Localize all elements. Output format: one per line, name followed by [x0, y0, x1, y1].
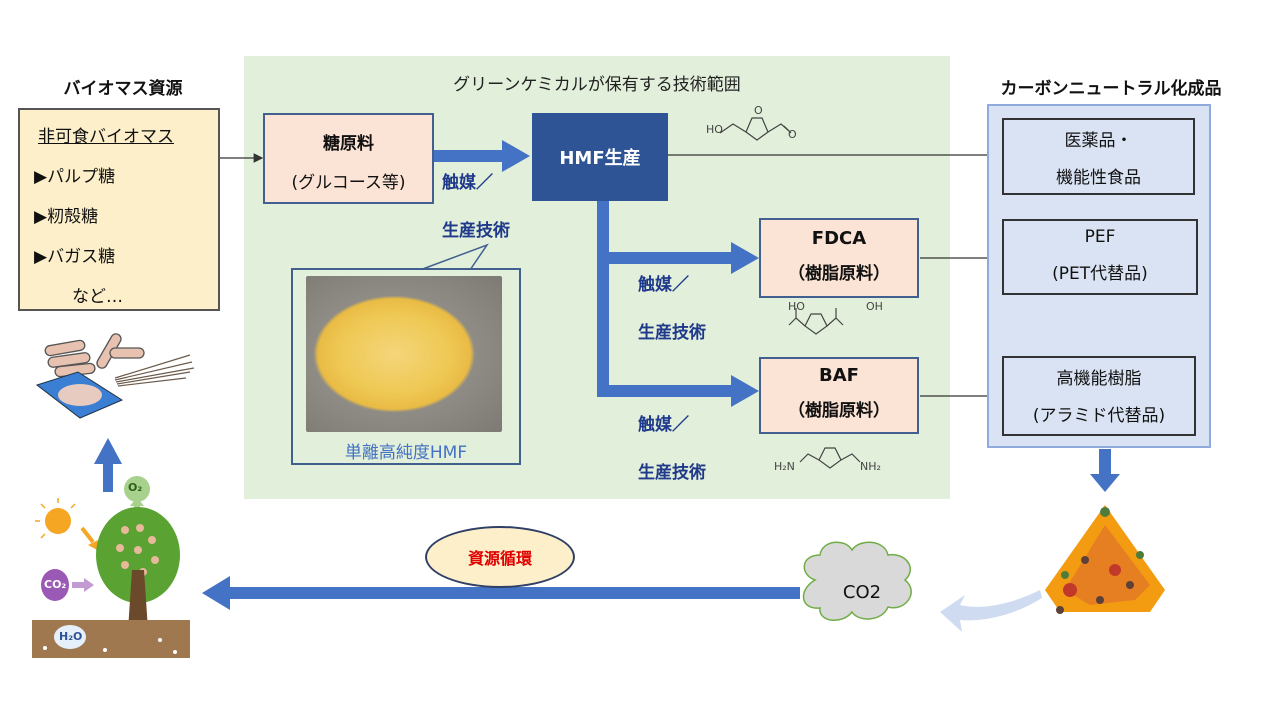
tech-scope-title: グリーンケミカルが保有する技術範囲 — [453, 75, 741, 95]
hmf-molecule — [719, 117, 792, 141]
product-pharma-line1: 医薬品・ — [1064, 131, 1133, 151]
baf-box: BAF （樹脂原料） — [759, 357, 919, 434]
biomass-heading: バイオマス資源 — [63, 79, 183, 99]
fdca-molecule-ho: HO — [788, 300, 805, 313]
biomass-box-title: 非可食バイオマス — [38, 127, 174, 147]
biomass-etc: など… — [72, 287, 123, 307]
catalyst-label-3a: 触媒／ — [638, 415, 689, 435]
biomass-box: 非可食バイオマス ▶パルプ糖 ▶籾殻糖 ▶バガス糖 など… — [18, 108, 220, 311]
tree-o2-label: O₂ — [128, 481, 143, 494]
fdca-box: FDCA （樹脂原料） — [759, 218, 919, 298]
co2-cloud-label: CO2 — [842, 582, 882, 603]
sugar-box: 糖原料 (グルコース等) — [263, 113, 434, 204]
catalyst-label-1b: 生産技術 — [442, 221, 510, 241]
arrow-sugar-to-hmf — [434, 140, 530, 172]
baf-box-subtitle: （樹脂原料） — [788, 401, 890, 421]
hmf-photo-caption: 単離高純度HMF — [344, 443, 468, 463]
tree-co2-label: CO₂ — [44, 578, 67, 591]
fdca-box-subtitle: （樹脂原料） — [788, 264, 890, 284]
product-resin-line2: (アラミド代替品) — [1032, 406, 1166, 426]
biomass-item: ▶バガス糖 — [34, 247, 116, 267]
product-pharma-line2: 機能性食品 — [1056, 168, 1141, 188]
biomass-illustration — [30, 330, 210, 425]
arrow-tree-up — [94, 438, 122, 492]
biomass-item: ▶パルプ糖 — [34, 167, 116, 187]
arrow-products-down — [1090, 449, 1120, 492]
tree-h2o-label: H₂O — [59, 630, 83, 643]
sugar-box-title: 糖原料 — [323, 134, 374, 154]
callout-tail — [419, 243, 489, 271]
product-pef-line2: (PET代替品) — [1052, 264, 1148, 284]
arrow-fire-to-cloud — [940, 590, 1042, 632]
hmf-production-box: HMF生産 — [532, 113, 668, 201]
hmf-photo — [306, 276, 502, 432]
fdca-molecule-oh: OH — [866, 300, 883, 313]
hmf-molecule-o: O — [788, 128, 797, 141]
fdca-box-title: FDCA — [811, 228, 867, 249]
product-pharma-box: 医薬品・ 機能性食品 — [1002, 118, 1195, 195]
baf-molecule — [799, 447, 861, 469]
product-resin-line1: 高機能樹脂 — [1056, 369, 1142, 389]
hmf-molecule-ho: HO — [706, 123, 723, 136]
hmf-molecule-ring-o: O — [754, 104, 763, 117]
catalyst-label-3b: 生産技術 — [638, 463, 706, 483]
biomass-item: ▶籾殻糖 — [34, 207, 99, 227]
product-pef-box: PEF (PET代替品) — [1002, 219, 1198, 295]
arrow-cycle-left — [202, 576, 800, 610]
waste-burning-illustration — [1045, 505, 1165, 614]
catalyst-label-2a: 触媒／ — [638, 275, 689, 295]
tree-illustration — [32, 476, 190, 658]
catalyst-label-1a: 触媒／ — [442, 173, 493, 193]
baf-molecule-h2n: H₂N — [774, 460, 795, 473]
baf-molecule-nh2: NH₂ — [860, 460, 881, 473]
baf-box-title: BAF — [819, 365, 859, 386]
co2-cloud — [802, 541, 912, 621]
product-resin-box: 高機能樹脂 (アラミド代替品) — [1002, 356, 1196, 436]
resource-cycle-label: 資源循環 — [425, 526, 575, 588]
products-heading: カーボンニュートラル化成品 — [1000, 79, 1222, 99]
arrow-hmf-branches — [597, 201, 759, 407]
catalyst-label-2b: 生産技術 — [638, 323, 706, 343]
sugar-box-subtitle: (グルコース等) — [291, 173, 406, 193]
fdca-molecule — [788, 308, 844, 335]
product-pef-line1: PEF — [1084, 227, 1116, 247]
